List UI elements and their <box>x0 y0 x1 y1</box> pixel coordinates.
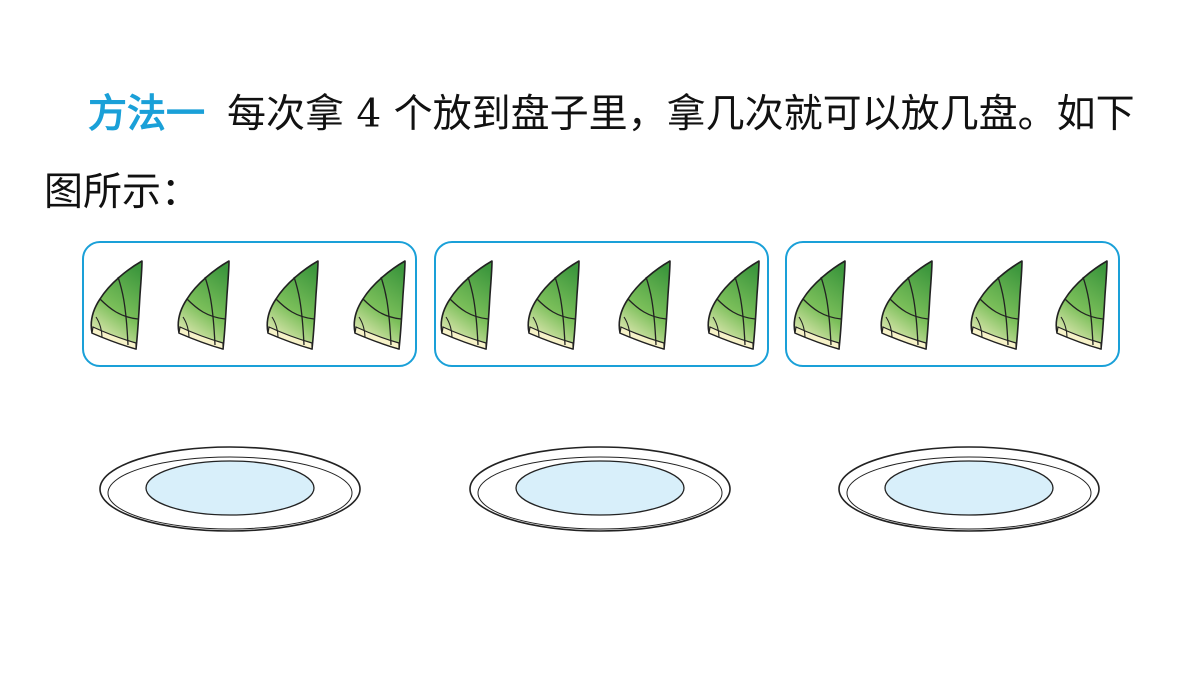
zongzi-icon <box>707 260 760 350</box>
method-sentence-continuation: 图所示： <box>44 170 201 215</box>
zongzi-group-2 <box>434 241 769 367</box>
method-label: 方法一 <box>88 92 206 137</box>
zongzi-icon <box>90 260 143 350</box>
plate-icon <box>99 446 361 532</box>
zongzi-icon <box>880 260 933 350</box>
zongzi-icon <box>353 260 406 350</box>
zongzi-icon <box>527 260 580 350</box>
zongzi-icon <box>440 260 493 350</box>
plate-icon <box>838 446 1100 532</box>
zongzi-icon <box>970 260 1023 350</box>
zongzi-group-3 <box>785 241 1120 367</box>
zongzi-icon <box>793 260 846 350</box>
zongzi-icon <box>177 260 230 350</box>
zongzi-icon <box>266 260 319 350</box>
zongzi-group-1 <box>82 241 417 367</box>
plate-icon <box>469 446 731 532</box>
zongzi-icon <box>1055 260 1108 350</box>
method-sentence: 方法一每次拿 4 个放到盘子里，拿几次就可以放几盘。如下 <box>88 88 1135 142</box>
method-description: 每次拿 4 个放到盘子里，拿几次就可以放几盘。如下 <box>227 92 1135 137</box>
zongzi-icon <box>618 260 671 350</box>
